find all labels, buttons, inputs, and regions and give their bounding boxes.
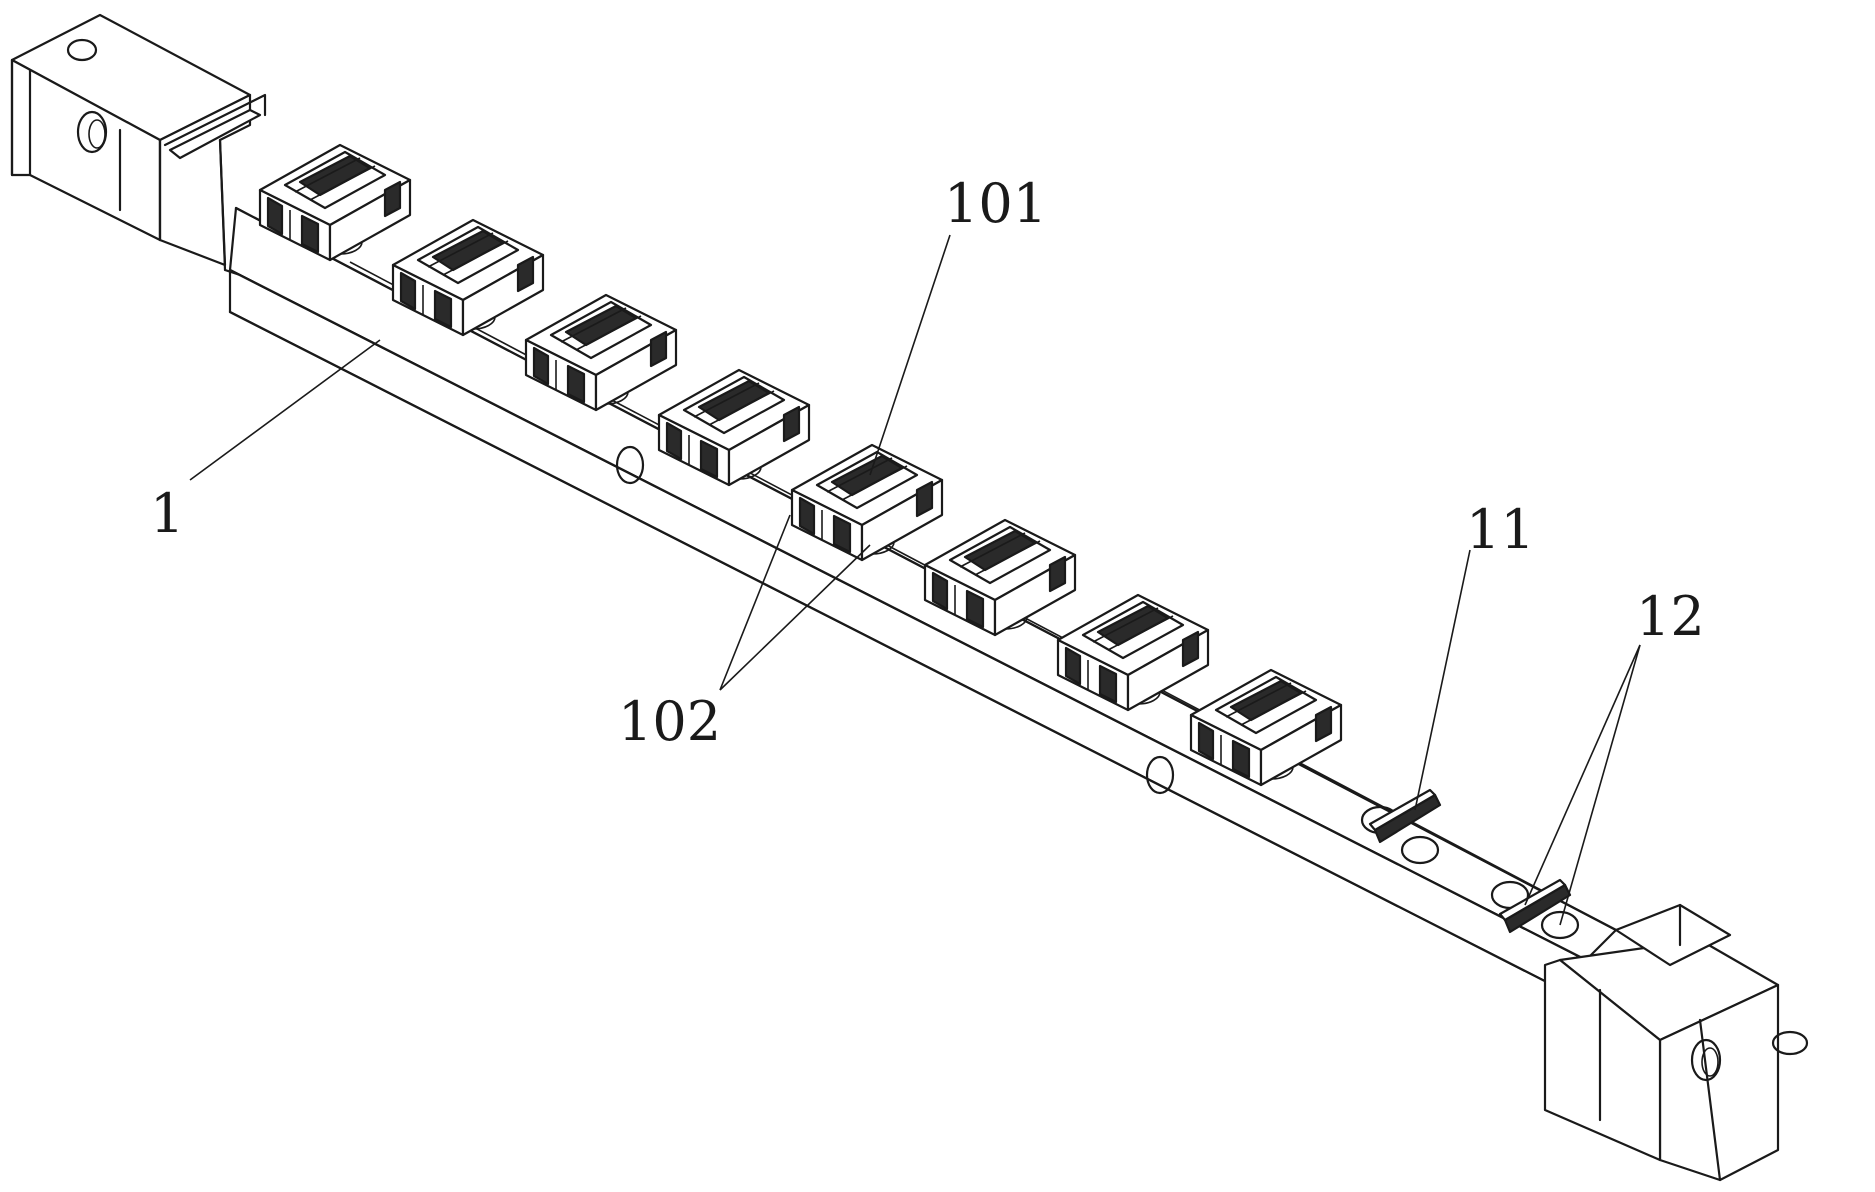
divider-plate <box>1360 788 1442 865</box>
clip <box>790 443 944 562</box>
leader-clip <box>869 234 951 476</box>
clip <box>657 368 811 487</box>
left-end-block <box>10 13 267 277</box>
leader-hole-b <box>1559 644 1641 926</box>
clip <box>923 518 1077 637</box>
clip <box>524 293 678 412</box>
leader-lines <box>189 234 1641 926</box>
clip <box>1056 593 1210 712</box>
holes-pair <box>1490 878 1580 940</box>
label-clip: 101 <box>944 172 1047 235</box>
clip <box>258 143 412 262</box>
label-divider: 11 <box>1466 498 1535 561</box>
label-holes: 12 <box>1636 585 1705 648</box>
right-end-block <box>1543 903 1809 1182</box>
leader-tab-a <box>719 514 791 691</box>
leader-hole-a <box>1524 644 1641 906</box>
leader-divider <box>1414 549 1471 811</box>
clip <box>391 218 545 337</box>
clip-row <box>258 143 1343 787</box>
label-rail: 1 <box>150 482 184 545</box>
clip <box>1189 668 1343 787</box>
leader-rail <box>189 339 381 481</box>
rail-side-holes <box>615 445 1175 795</box>
rail-body <box>228 206 1618 1004</box>
label-clip-tabs: 102 <box>618 690 721 753</box>
leader-tab-b <box>719 544 871 691</box>
